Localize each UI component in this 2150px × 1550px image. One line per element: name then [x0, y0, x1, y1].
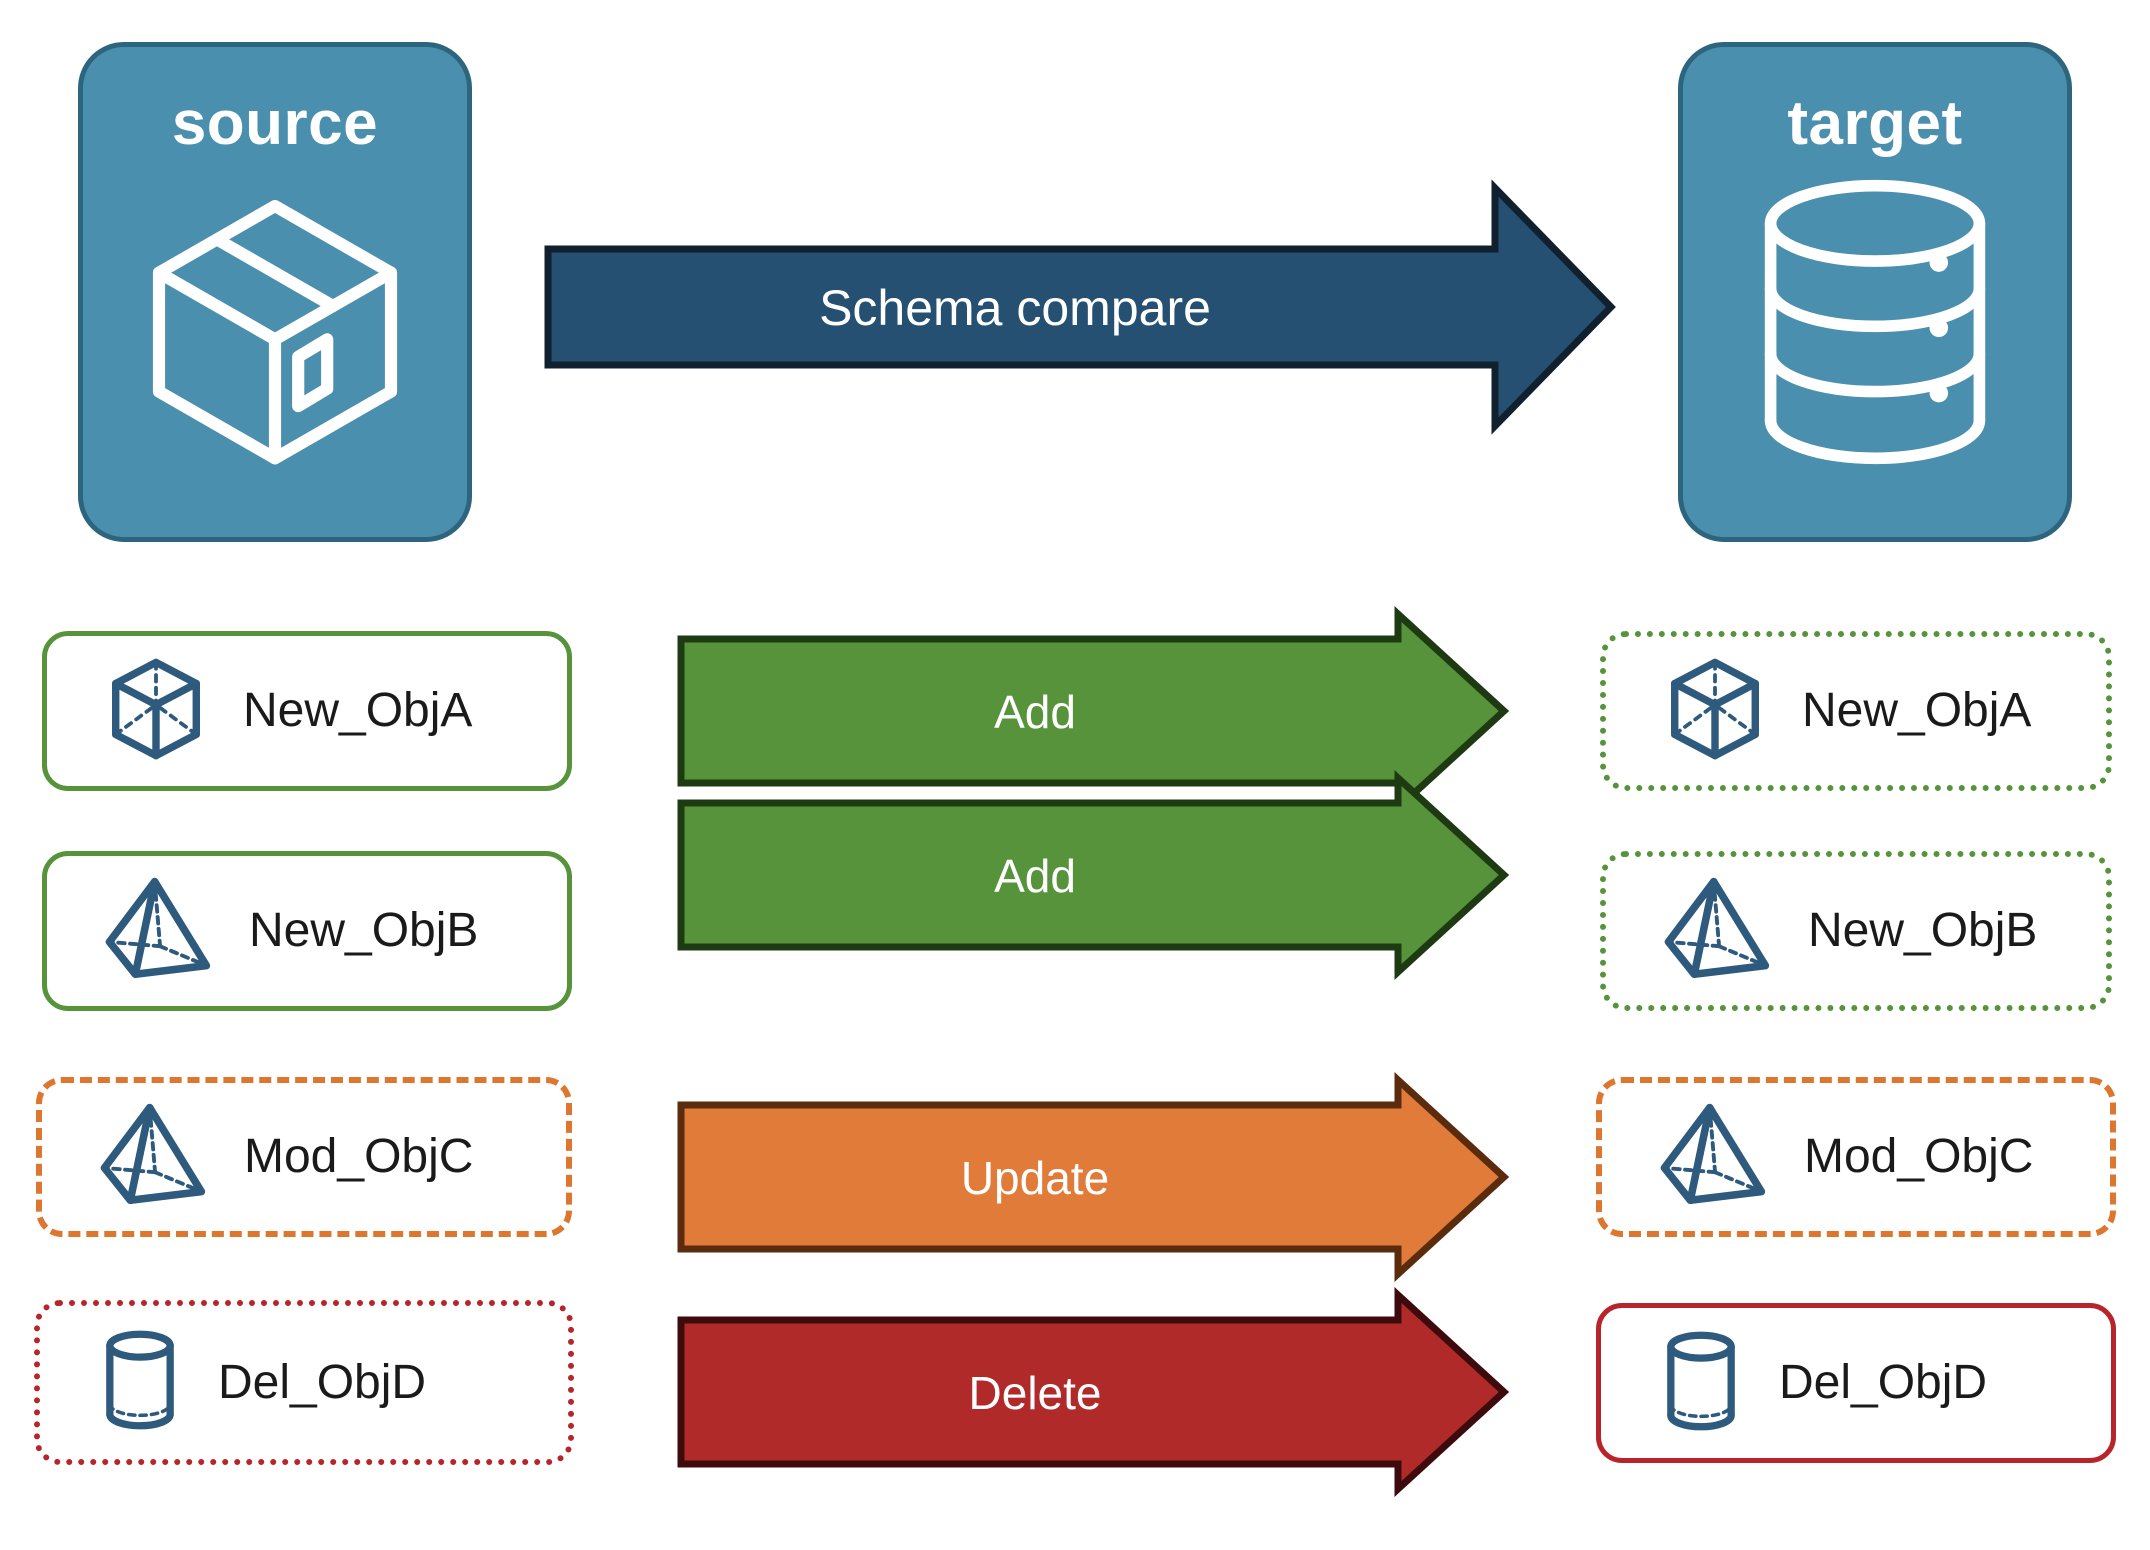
target-object-label: Mod_ObjC — [1804, 1130, 2034, 1183]
source-object-label: Del_ObjD — [218, 1355, 427, 1409]
target-object-card-del-objd[interactable]: Del_ObjD — [1596, 1303, 2116, 1463]
package-box-icon — [130, 177, 420, 472]
target-panel[interactable]: target — [1678, 42, 2072, 542]
source-object-card-mod-objc[interactable]: Mod_ObjC — [36, 1077, 572, 1237]
source-panel-title: source — [171, 89, 379, 158]
source-object-card-del-objd[interactable]: Del_ObjD — [34, 1300, 574, 1465]
right-arrow-icon — [677, 1072, 1510, 1282]
pyramid-wireframe-icon — [103, 874, 215, 989]
cylinder-wireframe-icon — [1657, 1329, 1745, 1438]
target-object-label: New_ObjA — [1802, 684, 2032, 737]
schema-compare-arrow[interactable]: Schema compare — [544, 179, 1616, 435]
delete-arrow-del-objd[interactable]: Delete — [677, 1287, 1510, 1497]
target-object-card-new-obja[interactable]: New_ObjA — [1600, 631, 2112, 791]
right-arrow-icon — [677, 1287, 1510, 1497]
pyramid-wireframe-icon — [1658, 1100, 1770, 1215]
pyramid-wireframe-icon — [1662, 874, 1774, 989]
cube-wireframe-icon — [103, 656, 209, 767]
right-arrow-icon — [677, 770, 1510, 980]
target-object-card-mod-objc[interactable]: Mod_ObjC — [1596, 1077, 2116, 1237]
right-arrow-icon — [544, 179, 1616, 435]
target-object-card-new-objb[interactable]: New_ObjB — [1600, 851, 2112, 1011]
source-panel[interactable]: source — [78, 42, 472, 542]
source-object-card-new-obja[interactable]: New_ObjA — [42, 631, 572, 791]
source-object-label: Mod_ObjC — [244, 1130, 474, 1183]
source-object-label: New_ObjB — [249, 904, 479, 957]
target-object-label: New_ObjB — [1808, 904, 2038, 957]
pyramid-wireframe-icon — [98, 1100, 210, 1215]
source-object-card-new-objb[interactable]: New_ObjB — [42, 851, 572, 1011]
add-arrow-new-objb[interactable]: Add — [677, 770, 1510, 980]
cylinder-wireframe-icon — [96, 1328, 184, 1437]
target-object-label: Del_ObjD — [1779, 1356, 1988, 1409]
update-arrow-mod-objc[interactable]: Update — [677, 1072, 1510, 1282]
database-cylinder-icon — [1750, 177, 2000, 472]
cube-wireframe-icon — [1662, 656, 1768, 767]
source-object-label: New_ObjA — [243, 684, 473, 737]
target-panel-title: target — [1787, 89, 1963, 158]
right-arrow-icon — [677, 606, 1510, 816]
